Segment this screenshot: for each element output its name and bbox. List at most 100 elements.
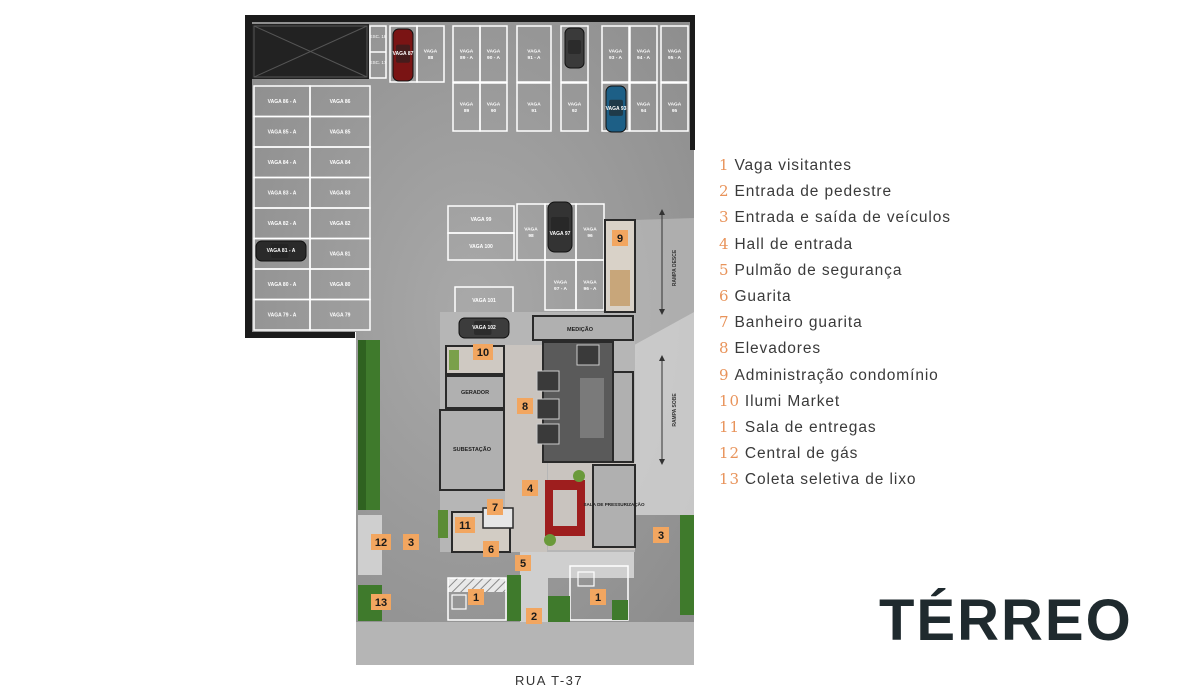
spot-label-over-car: VAGA 81 - A xyxy=(267,248,296,254)
car-window xyxy=(271,244,289,258)
parking-spot xyxy=(601,25,630,83)
area-marker xyxy=(468,589,484,605)
spot-label: VAGA 79 xyxy=(330,312,351,318)
car-window xyxy=(609,99,623,116)
area-marker xyxy=(455,517,475,533)
room-subestacao: SUBESTAÇÃO xyxy=(453,446,492,453)
area-marker xyxy=(403,534,419,550)
area-marker-number: 4 xyxy=(527,483,534,495)
room-pressurizacao: SALA DE PRESSURIZAÇÃO xyxy=(583,501,645,507)
car-window xyxy=(551,217,569,235)
spot-label: VAGA 86 - A xyxy=(268,99,297,105)
car-window xyxy=(568,40,581,54)
area-marker xyxy=(515,555,531,571)
ramp-down-label: RAMPA DESCE xyxy=(672,249,678,286)
spot-label: VAGA 81 xyxy=(330,251,351,257)
area-marker-number: 11 xyxy=(459,520,471,532)
floor-title: TÉRREO xyxy=(879,588,1133,653)
spot-label-over-car: VAGA 87 xyxy=(393,51,414,57)
area-marker-number: 10 xyxy=(477,347,489,359)
area-marker xyxy=(371,534,391,550)
ramp-down-area xyxy=(634,218,694,345)
area-marker xyxy=(612,230,628,246)
spot-label: VAGA 84 xyxy=(330,160,351,166)
spot-label: VAGA 99 xyxy=(471,217,492,223)
area-marker-number: 9 xyxy=(617,233,623,245)
spot-label-over-car: VAGA 102 xyxy=(472,325,496,331)
spot-label: VAGA 101 xyxy=(472,298,496,304)
ramp-up-label: RAMPA SOBE xyxy=(672,393,678,427)
area-marker xyxy=(487,499,503,515)
area-marker xyxy=(590,589,606,605)
room-medicao: MEDIÇÃO xyxy=(567,326,594,333)
area-marker-number: 3 xyxy=(408,537,414,549)
parking-spot xyxy=(660,25,689,83)
spot-label: VAGA 83 xyxy=(330,190,351,196)
street-name: RUA T-37 xyxy=(515,673,584,688)
spot-label: VAGA 82 xyxy=(330,221,351,227)
spot-label: VAGA 85 - A xyxy=(268,129,297,135)
car-window xyxy=(474,321,492,335)
esc-label: ESC. 17 xyxy=(370,60,387,65)
area-marker-number: 12 xyxy=(375,537,387,549)
area-marker xyxy=(522,480,538,496)
area-marker-number: 8 xyxy=(522,401,528,413)
spot-label: VAGA 80 - A xyxy=(268,282,297,288)
area-marker xyxy=(371,594,391,610)
spot-label: VAGA 82 - A xyxy=(268,221,297,227)
parking-spot xyxy=(516,25,552,83)
street-sidewalk xyxy=(356,622,694,665)
spot-label: VAGA 79 - A xyxy=(268,312,297,318)
parking-spot xyxy=(629,25,658,83)
parking-spot xyxy=(560,25,589,83)
area-marker-number: 6 xyxy=(488,544,494,556)
parking-spot xyxy=(560,82,589,132)
parking-spot xyxy=(309,298,371,331)
car-window xyxy=(396,44,410,63)
area-marker-number: 3 xyxy=(658,530,664,542)
spot-label-over-car: VAGA 97 xyxy=(550,231,571,237)
spot-label: VAGA 85 xyxy=(330,129,351,135)
area-marker xyxy=(473,344,493,360)
spot-label: VAGA 86 xyxy=(330,99,351,105)
area-marker xyxy=(483,541,499,557)
area-marker-number: 2 xyxy=(531,611,537,623)
esc-label: ESC. 18 xyxy=(370,34,387,39)
spot-label: VAGA 84 - A xyxy=(268,160,297,166)
area-marker xyxy=(517,398,533,414)
spot-label: VAGA 83 - A xyxy=(268,190,297,196)
parking-spot xyxy=(629,82,658,132)
parking-spot xyxy=(660,82,689,132)
parking-spot xyxy=(516,82,552,132)
parking-spot xyxy=(479,25,508,83)
